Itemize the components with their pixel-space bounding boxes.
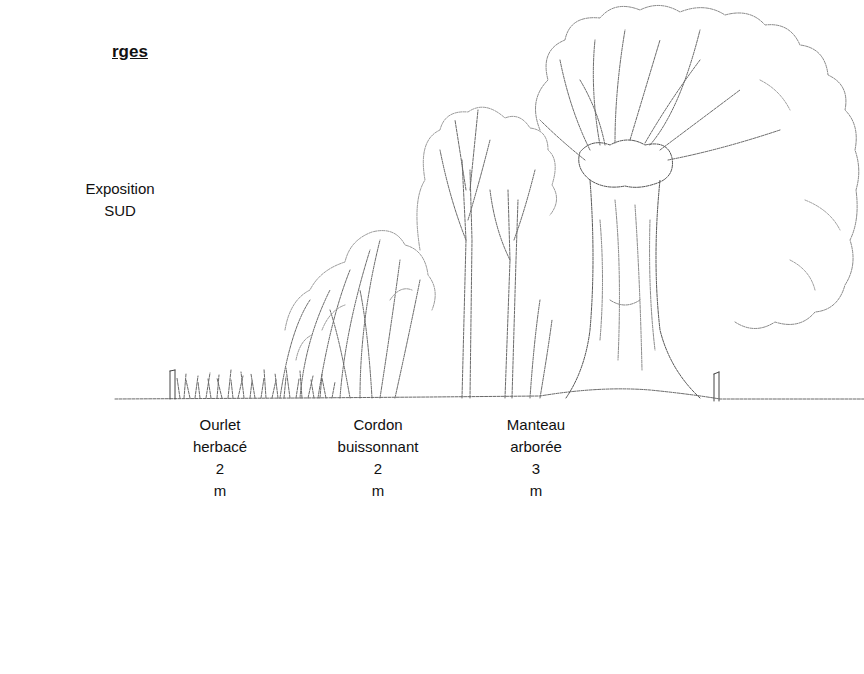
zone-label: Ourlet herbacé <box>193 414 247 458</box>
zone-label: Manteau arborée <box>507 414 565 458</box>
dimension-label: 2 m <box>214 458 227 502</box>
zone-label: Cordon buissonnant <box>338 414 419 458</box>
section-title: rges <box>112 42 148 62</box>
dimension-label: 2 m <box>372 458 385 502</box>
exposure-label: Exposition SUD <box>85 178 154 222</box>
dimension-label: 3 m <box>530 458 543 502</box>
